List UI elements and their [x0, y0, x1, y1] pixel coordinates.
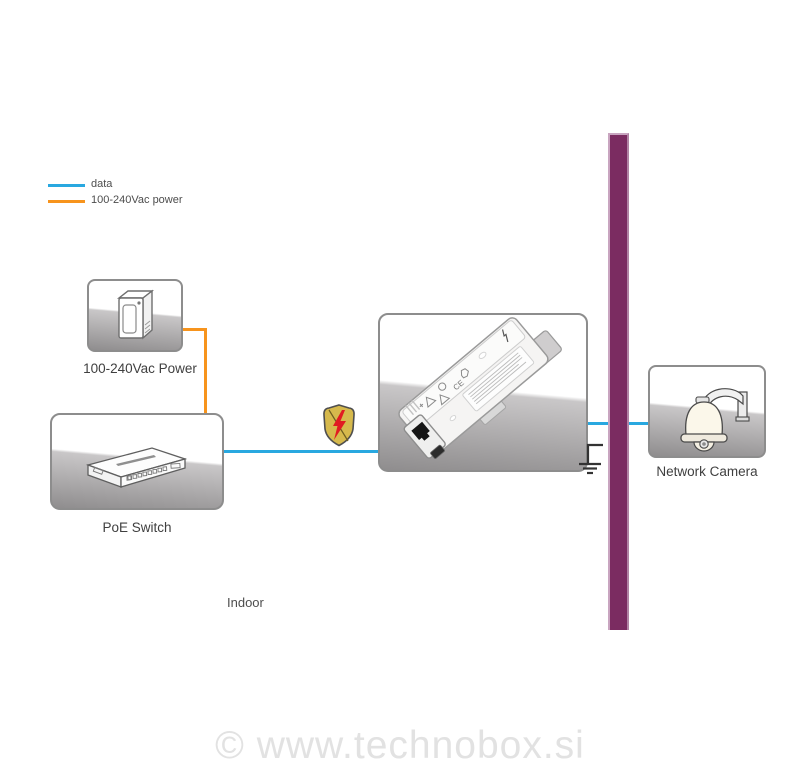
watermark-text: © www.technobox.si [215, 724, 585, 767]
power-line-horizontal [183, 328, 206, 331]
poe-switch-label: PoE Switch [102, 520, 172, 535]
surge-protection-shield-icon [323, 404, 355, 447]
power-line-vertical [204, 328, 207, 414]
power-supply-box [87, 279, 183, 352]
din-rail-surge-protector-icon: CE [398, 317, 562, 459]
dome-camera-icon [680, 388, 750, 452]
network-camera-label: Network Camera [656, 464, 758, 479]
data-line-swatch [48, 184, 85, 187]
network-camera-box [648, 365, 766, 458]
earth-ground-icon [579, 443, 603, 475]
legend-item-data: data [48, 178, 268, 192]
power-supply-label: 100-240Vac Power [83, 361, 197, 376]
legend-label-data: data [91, 178, 113, 190]
poe-switch-box [50, 413, 224, 510]
legend-label-power: 100-240Vac power [91, 194, 183, 206]
surge-protector-box: CE [378, 313, 588, 472]
data-line-switch-to-surge [223, 450, 379, 453]
legend-item-power: 100-240Vac power [48, 194, 268, 208]
wall-divider [608, 133, 629, 630]
poe-switch-icon [85, 447, 188, 488]
indoor-zone-label: Indoor [227, 595, 264, 610]
power-line-swatch [48, 200, 85, 203]
power-supply-unit-icon [116, 289, 155, 340]
